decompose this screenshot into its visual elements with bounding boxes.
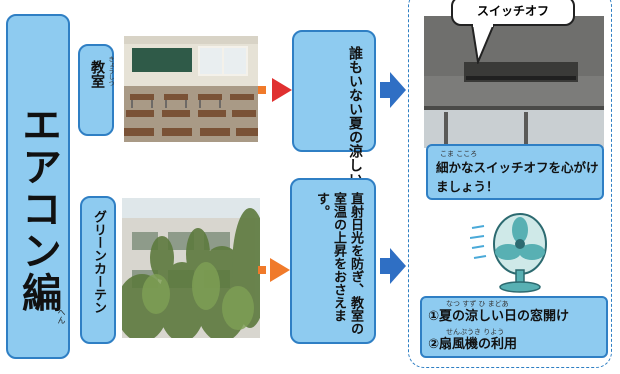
title-ruby: へん [57,308,66,324]
arrow-orange-icon [258,258,290,282]
classroom-label-box: 教室 きょうしつ [78,44,114,136]
classroom-label: 教室 [89,60,105,88]
classroom-photo [124,36,258,142]
arrow-red-icon [258,78,292,102]
tips-box: なつ すず ひ まどあ ①夏の涼しい日の窓開け せんぷうき りよう ②扇風機の利… [420,296,608,358]
arrow-blue-top-icon [380,72,406,108]
tip-2-ruby: せんぷうき りよう [446,328,505,336]
bubble-tail-icon [470,24,496,64]
fan-icon [470,213,547,293]
green-curtain-photo [122,198,260,338]
title-box: エアコン編 へん [6,14,70,359]
section-title: エアコン編 [15,104,61,314]
right-panel [408,0,612,368]
arrow-blue-bottom-icon [380,248,406,284]
advice-text: 細かなスイッチオフを心がけましょう！ [436,160,599,194]
tip-1: ①夏の涼しい日の窓開け [428,309,570,324]
advice-ruby: こま こころ [440,150,478,158]
tip-1-ruby: なつ すず ひ まどあ [446,300,509,308]
green-curtain-label-box: グリーンカーテン [80,196,116,344]
switch-off-bubble: スイッチオフ [451,0,575,26]
classroom-label-ruby: きょうしつ [107,56,114,86]
green-curtain-desc: 直射日光を防ぎ、教室の室温の上昇をおさえます。 [314,192,363,335]
classroom-desc-box: 誰もいない夏の涼しい日冬の暖かい日 [292,30,376,284]
air-conditioner-photo [424,16,604,148]
advice-box: こま こころ 細かなスイッチオフを心がけましょう！ [426,144,604,200]
tip-2: ②扇風機の利用 [428,337,518,352]
green-curtain-desc-box: 直射日光を防ぎ、教室の室温の上昇をおさえます。 [290,178,376,344]
green-curtain-label: グリーンカーテン [91,210,106,314]
